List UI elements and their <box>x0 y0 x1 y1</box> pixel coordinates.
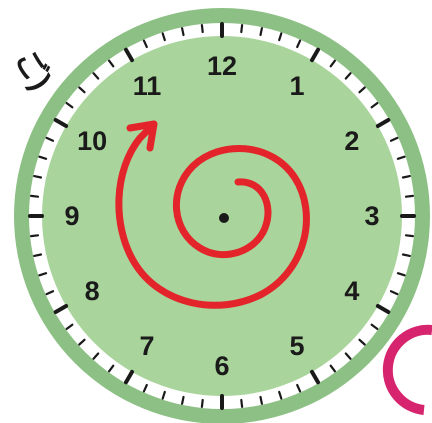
hour-numeral-12: 12 <box>207 51 237 81</box>
hour-numeral-2: 2 <box>344 126 359 156</box>
hour-numeral-4: 4 <box>344 276 359 306</box>
hour-numeral-8: 8 <box>85 276 100 306</box>
hour-numeral-9: 9 <box>64 201 79 231</box>
minute-tick <box>241 25 242 32</box>
hour-numeral-10: 10 <box>77 126 107 156</box>
minute-tick <box>31 196 38 197</box>
minute-tick <box>34 255 41 256</box>
minute-tick <box>34 176 41 177</box>
minute-tick <box>406 235 413 236</box>
minute-tick <box>202 25 203 32</box>
hour-numeral-7: 7 <box>139 331 154 361</box>
minute-tick <box>406 196 413 197</box>
hour-numeral-1: 1 <box>289 71 304 101</box>
minute-tick <box>241 400 242 407</box>
hour-numeral-6: 6 <box>214 351 229 381</box>
minute-tick <box>261 28 262 35</box>
hour-numeral-3: 3 <box>364 201 379 231</box>
minute-tick <box>31 235 38 236</box>
hour-numeral-11: 11 <box>133 71 162 101</box>
minute-tick <box>403 176 410 177</box>
hour-numeral-5: 5 <box>289 331 304 361</box>
minute-tick <box>202 400 203 407</box>
center-dot <box>219 213 229 223</box>
side-decorative-text: ご) <box>8 44 58 96</box>
pink-corner-arc <box>388 330 432 410</box>
minute-tick <box>261 397 262 404</box>
minute-tick <box>182 28 183 35</box>
minute-tick <box>182 397 183 404</box>
minute-tick <box>403 255 410 256</box>
